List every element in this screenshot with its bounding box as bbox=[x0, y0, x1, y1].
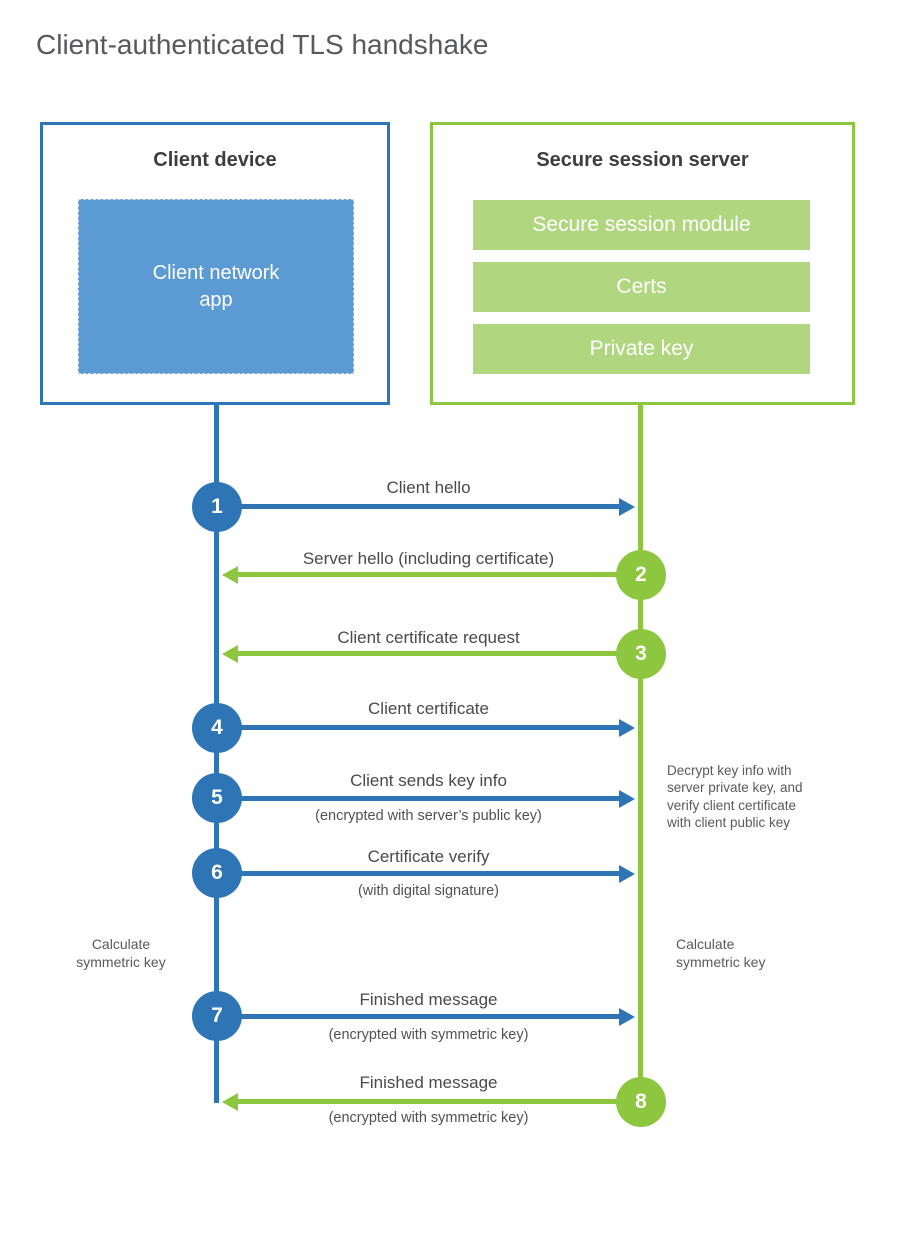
step-4-number: 4 bbox=[211, 716, 223, 739]
step-6-circle: 6 bbox=[192, 848, 242, 898]
client-lifeline bbox=[214, 404, 219, 1103]
step-3-arrow bbox=[222, 644, 618, 663]
step-4-label: Client certificate bbox=[368, 699, 489, 718]
step-7-label: Finished message bbox=[359, 990, 498, 1009]
client-network-app-label: Client network app bbox=[152, 261, 280, 311]
step-8-label: Finished message bbox=[359, 1073, 498, 1092]
client-network-app-box: Client network app bbox=[78, 199, 354, 374]
step-5-sublabel: (encrypted with server’s public key) bbox=[315, 808, 542, 824]
step-8-sublabel: (encrypted with symmetric key) bbox=[328, 1110, 529, 1126]
server-module-private-key: Private key bbox=[473, 324, 810, 374]
step-7-circle: 7 bbox=[192, 991, 242, 1041]
client-device-title: Client device bbox=[153, 149, 277, 171]
step-1-label: Client hello bbox=[386, 478, 471, 497]
step-3-label: Client certificate request bbox=[337, 628, 520, 647]
server-module-certs: Certs bbox=[473, 262, 810, 312]
step-8-arrow bbox=[222, 1092, 618, 1111]
calculate-symmetric-key-server-note: Calculate symmetric key bbox=[676, 936, 766, 970]
server-module-secure-session: Secure session module bbox=[473, 200, 810, 250]
server-modules: Secure session module Certs Private key bbox=[473, 200, 810, 374]
step-8-number: 8 bbox=[635, 1090, 647, 1113]
client-device-box: Client device Client network app bbox=[40, 122, 390, 405]
secure-session-server-box: Secure session server Secure session mod… bbox=[430, 122, 855, 405]
secure-session-server-title: Secure session server bbox=[536, 149, 749, 171]
calculate-symmetric-key-client-note: Calculate symmetric key bbox=[76, 936, 166, 970]
step-7-arrow bbox=[240, 1007, 635, 1026]
step-2-circle: 2 bbox=[616, 550, 666, 600]
step-5-circle: 5 bbox=[192, 773, 242, 823]
step-1-circle: 1 bbox=[192, 482, 242, 532]
step-5-number: 5 bbox=[211, 786, 223, 809]
step-2-arrow bbox=[222, 565, 618, 584]
step-5-label: Client sends key info bbox=[350, 771, 507, 790]
step-3-number: 3 bbox=[635, 642, 647, 665]
step-1-arrow bbox=[240, 497, 635, 516]
step-6-number: 6 bbox=[211, 861, 223, 884]
step-6-arrow bbox=[240, 864, 635, 883]
step-2-label: Server hello (including certificate) bbox=[302, 549, 555, 568]
step-4-circle: 4 bbox=[192, 703, 242, 753]
page-title: Client-authenticated TLS handshake bbox=[36, 29, 489, 60]
decrypt-key-note: Decrypt key info with server private key… bbox=[667, 763, 803, 830]
step-7-sublabel: (encrypted with symmetric key) bbox=[328, 1027, 529, 1043]
step-8-circle: 8 bbox=[616, 1077, 666, 1127]
step-7-number: 7 bbox=[211, 1004, 223, 1027]
step-2-number: 2 bbox=[635, 563, 647, 586]
step-5-arrow bbox=[240, 789, 635, 808]
step-6-label: Certificate verify bbox=[367, 847, 490, 866]
step-4-arrow bbox=[240, 718, 635, 737]
step-3-circle: 3 bbox=[616, 629, 666, 679]
step-6-sublabel: (with digital signature) bbox=[357, 883, 500, 899]
step-1-number: 1 bbox=[211, 495, 223, 518]
server-lifeline bbox=[638, 404, 643, 1081]
